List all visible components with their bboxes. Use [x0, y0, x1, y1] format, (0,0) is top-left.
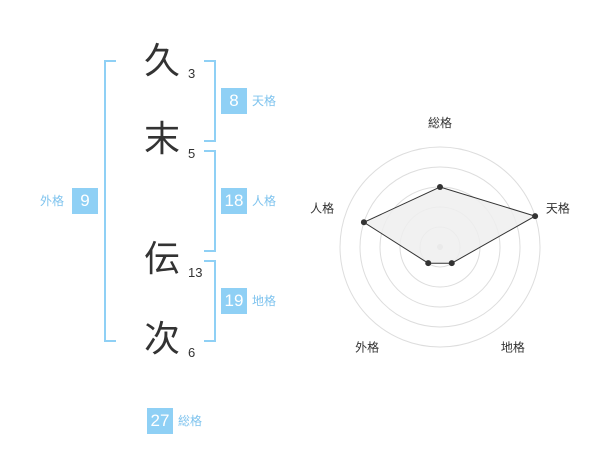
radar-ring — [339, 146, 541, 348]
radar-point — [437, 184, 443, 190]
stroke-count-1: 3 — [188, 66, 196, 81]
gaikaku-bracket — [104, 60, 116, 342]
radar-series-polygon — [362, 186, 537, 264]
soukaku-label: 総格 — [178, 414, 203, 428]
name-char-4: 次 — [143, 319, 180, 360]
gaikaku-label: 外格 — [40, 194, 65, 208]
stroke-count-2: 5 — [188, 146, 196, 161]
radar-point — [532, 213, 539, 220]
name-char-2: 末 — [143, 119, 180, 160]
radar-point — [360, 219, 367, 226]
radar-axis-label: 人格 — [310, 201, 334, 216]
radar-point — [425, 260, 432, 267]
jinkaku-value: 18 — [221, 188, 247, 214]
chikaku-bracket — [204, 260, 216, 342]
radar-axis-label: 外格 — [355, 339, 379, 354]
radar-point — [448, 260, 455, 267]
stroke-count-3: 13 — [188, 265, 203, 280]
soukaku-value: 27 — [147, 408, 173, 434]
jinkaku-label: 人格 — [252, 194, 277, 208]
chikaku-label: 地格 — [252, 294, 277, 308]
name-char-3: 伝 — [143, 239, 180, 280]
jinkaku-bracket — [204, 150, 216, 252]
tenkaku-label: 天格 — [252, 94, 277, 108]
radar-axis-label: 天格 — [546, 201, 570, 216]
gaikaku-value: 9 — [72, 188, 98, 214]
stroke-count-4: 6 — [188, 345, 196, 360]
radar-axis-label: 総格 — [428, 115, 452, 130]
name-char-1: 久 — [143, 41, 180, 82]
radar-points — [360, 184, 539, 267]
tenkaku-bracket — [204, 60, 216, 142]
tenkaku-value: 8 — [221, 88, 247, 114]
radar-ring — [359, 166, 521, 328]
radar-axis-label: 地格 — [501, 339, 525, 354]
chikaku-value: 19 — [221, 288, 247, 314]
